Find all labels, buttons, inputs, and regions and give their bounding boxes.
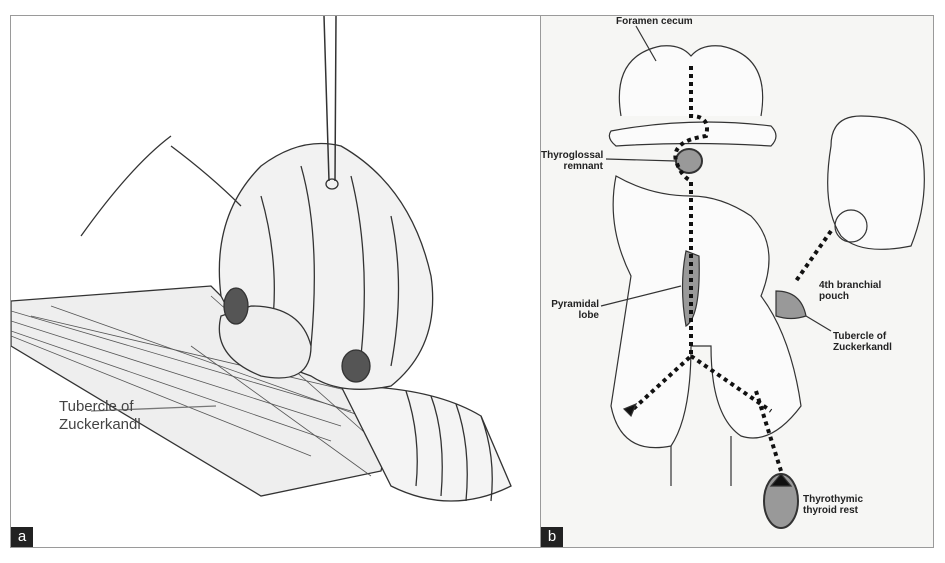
foramen-cecum-label: Foramen cecum xyxy=(616,16,693,27)
label-line: Zuckerkandl xyxy=(59,416,141,433)
label-line: pouch xyxy=(819,291,849,302)
label-line: Tubercle of xyxy=(833,331,887,342)
label-line: lobe xyxy=(578,310,599,321)
fourth-branchial-pouch-label: 4th branchial pouch xyxy=(819,280,881,302)
panel-b-embryology-diagram: Foramen cecum Thyroglossal remnant Pyram… xyxy=(540,15,934,548)
label-line: thyroid rest xyxy=(803,505,859,516)
label-line: 4th branchial xyxy=(819,280,882,291)
label-line: Tubercle of xyxy=(59,398,134,415)
panel-a-surgical-illustration: Tubercle of Zuckerkandl a xyxy=(10,15,541,548)
tubercle-of-zuckerkandl-label-b: Tubercle of Zuckerkandl xyxy=(833,331,892,353)
thyroid-surgical-drawing xyxy=(11,16,512,502)
label-line: Thyrothymic xyxy=(803,494,864,505)
thyroid-descent-diagram xyxy=(600,25,925,529)
pyramidal-lobe-label: Pyramidal lobe xyxy=(541,299,599,321)
thyroglossal-remnant-label: Thyroglossal remnant xyxy=(541,150,603,172)
label-line: remnant xyxy=(563,161,603,172)
label-line: Pyramidal xyxy=(551,299,599,310)
label-line: Zuckerkandl xyxy=(833,342,892,353)
tubercle-of-zuckerkandl-label-a: Tubercle of Zuckerkandl xyxy=(59,398,141,434)
thyrothymic-thyroid-rest-label: Thyrothymic thyroid rest xyxy=(803,494,863,516)
label-line: Thyroglossal xyxy=(541,150,604,161)
panel-letter-a: a xyxy=(11,527,33,547)
panel-letter-b: b xyxy=(541,527,563,547)
